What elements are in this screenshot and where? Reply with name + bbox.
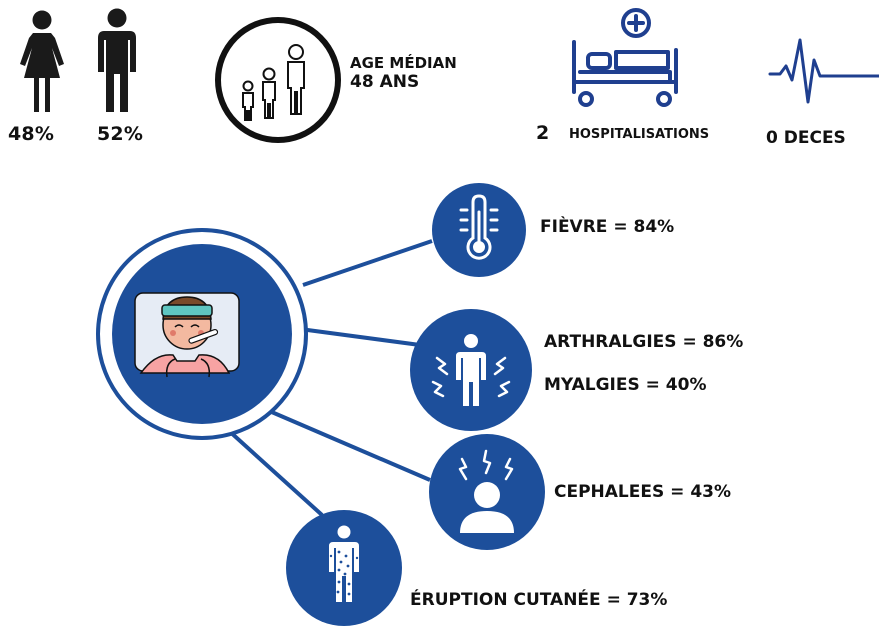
female-percentage: 48% bbox=[8, 123, 55, 145]
hospital-bed-icon bbox=[572, 8, 678, 107]
male-icon bbox=[98, 8, 136, 112]
hospitalisations-count: 2 bbox=[536, 122, 550, 144]
body-pain-icon bbox=[410, 309, 532, 431]
fever-label: FIÈVRE = 84% bbox=[540, 217, 675, 237]
sick-person-node bbox=[96, 228, 308, 440]
thermometer-icon bbox=[432, 183, 526, 277]
median-age-value: 48 ANS bbox=[350, 72, 420, 92]
rash-label: ÉRUPTION CUTANÉE = 73% bbox=[410, 590, 668, 610]
deaths-count: 0 DECES bbox=[766, 128, 846, 148]
skin-rash-icon bbox=[286, 510, 402, 626]
female-icon bbox=[20, 10, 64, 112]
arthralgia-label: ARTHRALGIES = 86% bbox=[544, 332, 744, 352]
age-group-icon bbox=[215, 17, 341, 143]
headache-icon bbox=[429, 434, 545, 550]
median-age-label: AGE MÉDIAN bbox=[350, 54, 457, 72]
headache-label: CEPHALEES = 43% bbox=[554, 482, 732, 502]
male-percentage: 52% bbox=[97, 123, 144, 145]
myalgia-label: MYALGIES = 40% bbox=[544, 375, 707, 395]
heartbeat-line-icon bbox=[768, 38, 879, 104]
hospitalisations-label: HOSPITALISATIONS bbox=[569, 127, 710, 142]
